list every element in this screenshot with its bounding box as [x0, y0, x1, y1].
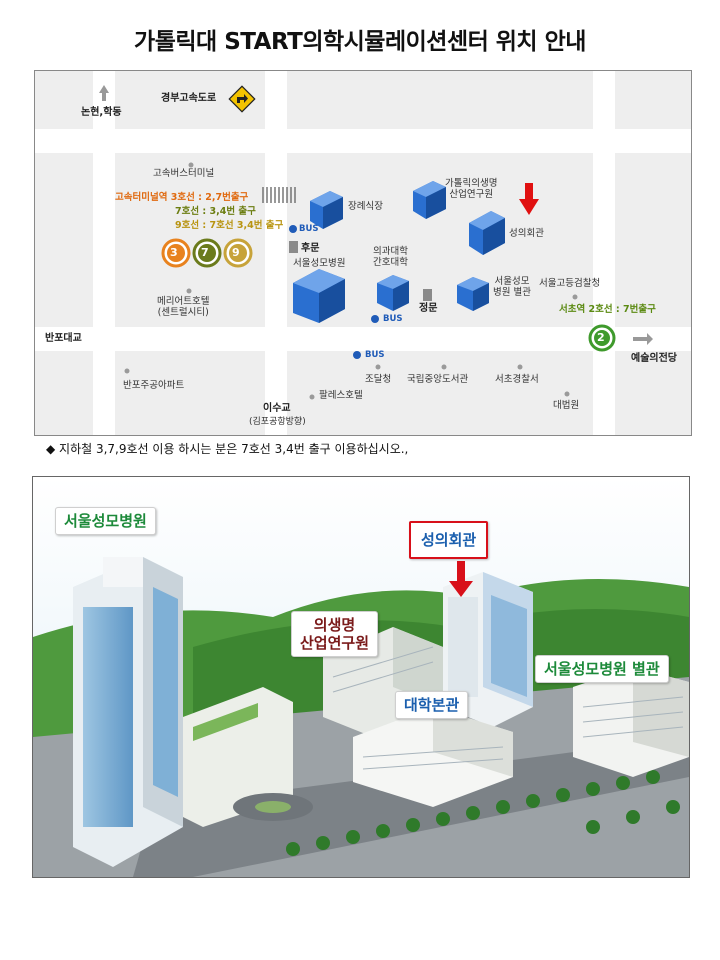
label-main-hall: 대학본관: [395, 691, 469, 719]
badge-2: 2: [597, 331, 605, 344]
label-seocho-police: 서초경찰서: [495, 374, 539, 385]
label-catholic-research: 가톨릭의생명 산업연구원: [445, 178, 498, 200]
bus-stop-icon: [353, 351, 361, 359]
label-funeral-hall: 장례식장: [348, 201, 383, 212]
destination-arrow-icon: [519, 183, 539, 215]
building-icon: [293, 269, 345, 323]
subway-note: ◆ 지하철 3,7,9호선 이용 하시는 분은 7호선 3,4번 출구 이용하십…: [46, 442, 409, 456]
badge-7: 7: [201, 246, 209, 259]
bus-stop-icon: [289, 225, 297, 233]
campus-illustration: 서울성모병원 성의회관 의생명 산업연구원 서울성모병원 별관 대학본관: [32, 476, 690, 878]
label-bus-2: BUS: [383, 314, 403, 324]
label-isu: 이수교: [263, 403, 291, 414]
label-seongui: 성의회관: [409, 521, 489, 559]
label-annex: 서울성모병원 별관: [535, 655, 669, 683]
subway-line-3-icon: [161, 238, 191, 268]
building-icon: [457, 277, 489, 311]
east-arrow-icon: [633, 333, 653, 345]
label-banpo-apt: 반포주공아파트: [123, 380, 185, 391]
building-icon: [469, 211, 505, 255]
label-expressway: 경부고속도로: [161, 93, 217, 104]
label-central-library: 국립중앙도서관: [407, 374, 469, 385]
label-line3-info: 고속터미널역 3호선 : 2,7번출구: [115, 192, 249, 203]
gate-bars-icon: [262, 187, 296, 203]
building-icon: [377, 275, 409, 311]
page-title: 가톨릭대 START의학시뮬레이션센터 위치 안내: [134, 29, 586, 55]
label-back-gate: 후문: [301, 243, 320, 254]
back-gate-icon: [289, 241, 298, 253]
label-annex: 서울성모 병원 별관: [493, 276, 531, 298]
label-seocho-line2: 서초역 2호선 : 7번출구: [559, 304, 656, 315]
label-main-gate: 정문: [419, 303, 438, 314]
label-banpo-bridge: 반포대교: [45, 333, 82, 344]
label-procurement: 조달청: [365, 374, 392, 385]
bus-stop-icon: [371, 315, 379, 323]
label-marriott: 메리어트호텔 (센트럴시티): [157, 296, 210, 318]
expressway-sign-icon: [228, 85, 256, 113]
main-gate-icon: [423, 289, 432, 301]
label-supreme-court: 대법원: [553, 400, 580, 411]
label-med-nursing: 의과대학 간호대학: [373, 246, 408, 268]
label-bus-1: BUS: [299, 224, 319, 234]
label-bus-terminal: 고속버스터미널: [153, 168, 215, 179]
label-line9-info: 9호선 : 7호선 3,4번 출구: [175, 220, 284, 231]
badge-3: 3: [170, 246, 178, 259]
badge-9: 9: [232, 246, 240, 259]
location-map: 논현,학동 경부고속도로 고속버스터미널 고속터미널역 3호선 : 2,7번출구…: [34, 70, 692, 436]
label-seongui-hall: 성의회관: [509, 228, 544, 239]
subway-line-9-icon: [223, 238, 253, 268]
label-nonhyeon: 논현,학동: [81, 107, 122, 118]
label-art-center: 예술의전당: [631, 353, 677, 364]
subway-line-7-icon: [192, 238, 222, 268]
north-arrow-icon: [99, 85, 109, 101]
building-icon: [310, 191, 343, 229]
label-seoul-st-mary: 서울성모병원: [293, 258, 346, 269]
label-bus-3: BUS: [365, 350, 385, 360]
seongui-arrow-icon: [449, 561, 473, 597]
label-line7-info: 7호선 : 3,4번 출구: [175, 206, 256, 217]
map-roads: [35, 71, 691, 435]
building-icon: [413, 181, 446, 219]
label-prosecutors: 서울고등검찰청: [539, 278, 601, 289]
label-palace-hotel: 팔레스호텔: [319, 390, 363, 401]
label-research: 의생명 산업연구원: [291, 611, 379, 657]
subway-line-2-icon: [588, 324, 616, 352]
label-hospital: 서울성모병원: [55, 507, 156, 535]
label-isu-sub: (김포공항방향): [249, 417, 306, 427]
